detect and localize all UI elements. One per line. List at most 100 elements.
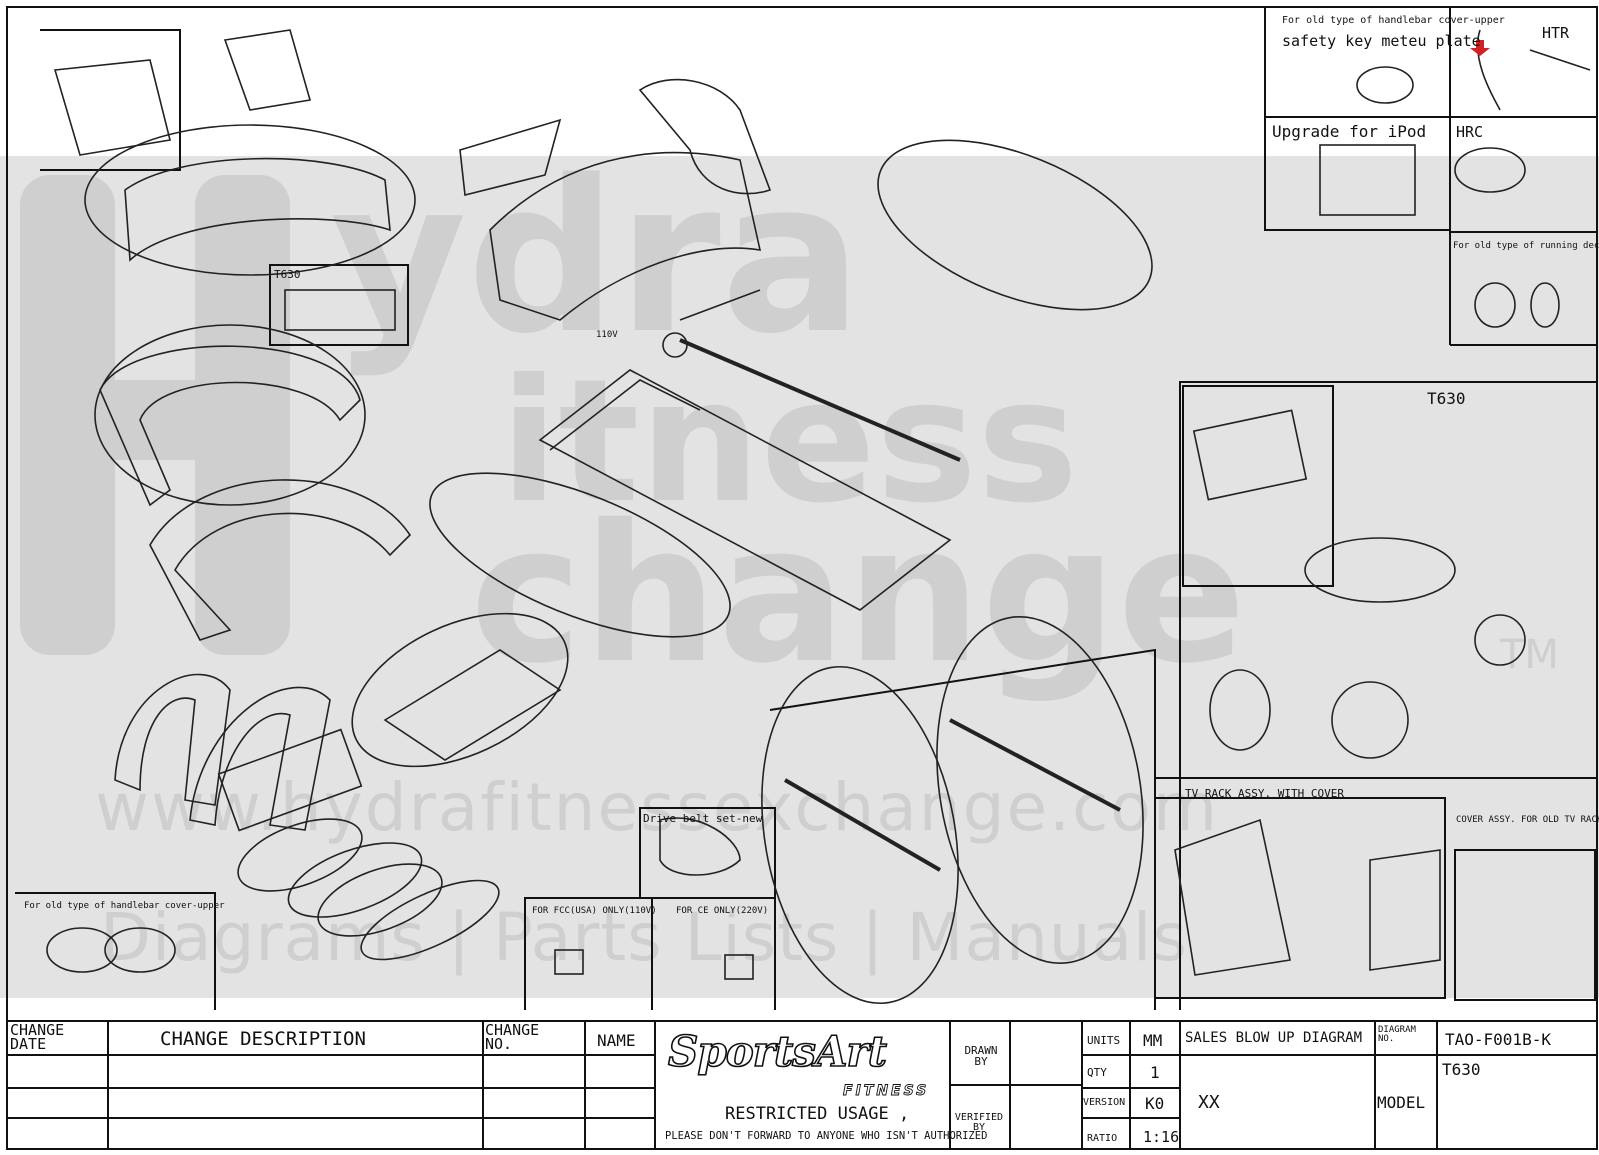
part-drive-motor [1331, 681, 1409, 759]
restricted-usage: RESTRICTED USAGE , [725, 1104, 910, 1124]
group-grip-right [936, 615, 1144, 965]
part-incline-frame [383, 649, 562, 761]
fitness-logo: FITNESS [843, 1083, 930, 1100]
label-htr: HTR [1542, 24, 1570, 42]
watermark-word-2: itness [500, 343, 1078, 541]
label-t630-console: T630 [1427, 389, 1466, 408]
name-header: NAME [597, 1031, 636, 1050]
watermark-word-3: change [470, 484, 1246, 705]
red-arrow-icon [1470, 40, 1490, 56]
part-upright-right [189, 686, 331, 831]
part-drive-belt-loop [1209, 669, 1271, 751]
verified-by-label: VERIFIED BY [954, 1112, 1004, 1133]
group-grip-left [761, 665, 959, 1005]
group-incline [351, 612, 569, 768]
part-filter-fcc [554, 949, 584, 975]
watermark-h-bar [60, 380, 260, 460]
label-cover-old-tv: COVER ASSY. FOR OLD TV RACK [1456, 815, 1599, 825]
part-grip-bar-left [783, 778, 942, 872]
part-old-cover-left [46, 927, 118, 973]
label-fcc: FOR FCC(USA) ONLY(110V) [532, 906, 657, 916]
inset-frames [15, 7, 1597, 1010]
sportsart-logo: SportsArt [667, 1026, 888, 1077]
part-console-board [1192, 409, 1308, 501]
label-voltage-tag: 110V [596, 330, 618, 340]
part-motor-cover [489, 151, 762, 321]
group-endcap-1 [237, 818, 363, 892]
group-endcap-4 [360, 879, 500, 961]
part-upright-left [114, 673, 231, 806]
ratio-value: 1:16 [1143, 1128, 1180, 1146]
label-tv-rack: TV RACK ASSY. WITH COVER [1185, 787, 1344, 800]
restricted-note: PLEASE DON'T FORWARD TO ANYONE WHO ISN'T… [665, 1130, 988, 1142]
watermark-bottom-text: Diagrams | Parts Lists | Manuals [100, 899, 1188, 976]
part-filter-ce [724, 954, 754, 980]
model-value: T630 [1442, 1060, 1481, 1079]
frame-top-left [40, 29, 181, 171]
qty-label: QTY [1087, 1066, 1107, 1079]
part-frame-inner [549, 379, 701, 451]
part-tv-rack-side [1369, 849, 1441, 971]
watermark-tm: TM [1499, 632, 1559, 678]
qty-value: 1 [1150, 1063, 1160, 1082]
change-date-header: CHANGE DATE [10, 1021, 65, 1053]
part-console-back [53, 59, 171, 156]
label-ipod: Upgrade for iPod [1272, 122, 1426, 141]
inset-labels: For old type of handlebar cover-upper sa… [24, 15, 1599, 916]
part-drive-belt-new [659, 817, 741, 876]
label-drive-belt: Drive belt set-new [643, 812, 763, 825]
units-value: MM [1143, 1031, 1163, 1050]
part-rear-roller [679, 338, 961, 462]
part-hood-side [638, 78, 772, 195]
part-grille [217, 728, 363, 832]
label-handlebar-old-top-2: safety key meteu plate [1282, 32, 1481, 50]
model-label: MODEL [1377, 1093, 1426, 1112]
change-description-header: CHANGE DESCRIPTION [160, 1028, 366, 1050]
diagram-title: SALES BLOW UP DIAGRAM [1185, 1030, 1363, 1046]
part-roller-bracket [679, 289, 761, 321]
part-grip-bar-right [949, 718, 1121, 812]
units-label: UNITS [1087, 1034, 1121, 1047]
sheet-border [6, 6, 1598, 1150]
diagram-no: TAO-F001B-K [1445, 1030, 1551, 1049]
part-htr-cable [1476, 29, 1591, 111]
watermark-word-1: ydra [330, 135, 863, 380]
frame-console-detail [1182, 385, 1334, 587]
ratio-label: RATIO [1087, 1133, 1118, 1144]
part-safety-plate [1356, 66, 1414, 104]
label-running-deck-old: For old type of running deck [1453, 241, 1599, 251]
group-endcap-2 [287, 842, 423, 918]
title-block-grid [7, 1020, 1597, 1149]
part-hrc-grip [1454, 147, 1526, 193]
frame-t630-console [1179, 381, 1597, 1010]
frame-ipod [1264, 7, 1450, 231]
version-value: K0 [1145, 1094, 1165, 1113]
part-ipod-kit [1319, 144, 1416, 216]
exploded-parts [46, 29, 1591, 1005]
label-hrc: HRC [1456, 123, 1483, 141]
frame-grips [769, 648, 1156, 1010]
part-front-grille [459, 118, 562, 196]
group-endcap-3 [317, 863, 443, 937]
label-t630-small: T630 [274, 268, 301, 281]
label-handlebar-old-top-1: For old type of handlebar cover-upper [1282, 15, 1505, 26]
part-main-frame [538, 369, 952, 611]
part-flywheel-disk [1474, 614, 1526, 666]
drawn-by-label: DRAWN BY [964, 1044, 998, 1068]
group-console-cover [84, 124, 416, 276]
label-handlebar-old-bottom: For old type of handlebar cover-upper [24, 901, 225, 911]
diagram-no-label: DIAGRAM NO. [1378, 1025, 1416, 1044]
part-tv-rack-frame [1174, 818, 1291, 976]
part-handlebar-upper [99, 345, 361, 507]
frame-fcc-ce [524, 897, 776, 1010]
xx-value: XX [1198, 1092, 1220, 1113]
group-side-rail-left [429, 472, 731, 638]
group-incline-motor [1304, 537, 1456, 603]
part-deck-bumper-2 [1530, 282, 1560, 328]
label-ce: FOR CE ONLY(220V) [676, 906, 768, 916]
part-console-cover [124, 157, 391, 262]
frame-old-tv [1454, 849, 1596, 1001]
part-handlebar-lower [149, 479, 412, 641]
